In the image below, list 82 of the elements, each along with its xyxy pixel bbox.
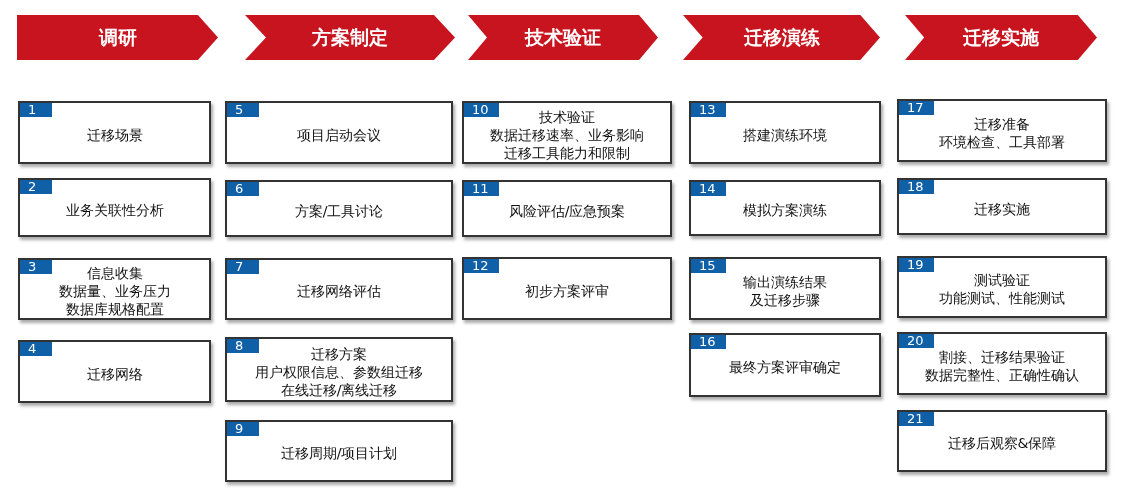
step-text: 环境检查、工具部署: [939, 132, 1065, 151]
step-number: 8: [227, 339, 259, 353]
step-box: [18, 178, 211, 237]
step-text: 功能测试、性能测试: [939, 289, 1065, 307]
phase-header: [17, 15, 218, 60]
step-text: 数据完整性、正确性确认: [925, 365, 1079, 384]
phase-header: [683, 15, 880, 60]
phase-header: [468, 15, 658, 60]
step-box: [225, 180, 453, 237]
step-box: [225, 337, 453, 402]
step-text: 在线迁移/离线迁移: [280, 380, 398, 399]
phase-title: 迁移实施: [963, 24, 1039, 50]
step-number: 21: [899, 412, 934, 426]
step-number: 14: [691, 182, 726, 196]
step-text: 最终方案评审确定: [729, 358, 841, 376]
step-text: 迁移实施: [974, 199, 1030, 218]
step-text: 割接、迁移结果验证: [939, 347, 1065, 366]
step-box: [18, 340, 211, 403]
step-text: 迁移准备: [974, 114, 1030, 133]
step-number: 7: [227, 260, 259, 274]
step-box: [897, 256, 1107, 318]
step-box: [897, 410, 1107, 472]
step-text: 项目启动会议: [297, 125, 381, 144]
step-box: [462, 101, 672, 164]
step-box: [689, 180, 881, 236]
step-box: [897, 178, 1107, 235]
step-number: 12: [464, 259, 499, 273]
phase-title: 调研: [98, 24, 137, 50]
phase-title: 迁移演练: [743, 24, 820, 50]
step-box: [689, 333, 881, 397]
step-number: 3: [20, 260, 52, 274]
step-text: 测试验证: [974, 271, 1030, 289]
step-box: [225, 101, 453, 164]
step-text: 技术验证: [539, 107, 595, 126]
step-text: 搭建演练环境: [743, 125, 827, 144]
step-text: 数据量、业务压力: [58, 282, 171, 300]
phase-header: [245, 15, 455, 60]
step-text: 数据库规格配置: [65, 300, 164, 318]
step-text: 输出演练结果及迁移步骤: [742, 272, 828, 309]
step-number: 19: [899, 258, 934, 272]
phase-header: [905, 15, 1097, 60]
step-number: 16: [691, 335, 726, 349]
step-box: [897, 332, 1107, 395]
step-text: 用户权限信息、参数组迁移: [255, 362, 423, 381]
step-number: 5: [227, 103, 259, 117]
step-number: 6: [227, 182, 259, 196]
step-number: 10: [464, 103, 499, 117]
step-box: [689, 101, 881, 164]
step-number: 1: [20, 103, 52, 117]
step-text: 迁移场景: [86, 125, 143, 144]
step-number: 17: [899, 101, 934, 115]
step-box: [18, 101, 211, 164]
step-number: 13: [691, 103, 726, 117]
step-text: 模拟方案演练: [743, 201, 827, 219]
step-box: [897, 99, 1107, 162]
step-text: 迁移方案: [311, 344, 367, 363]
step-number: 18: [899, 180, 934, 194]
phase-title: 技术验证: [525, 24, 601, 50]
step-text: 迁移周期/项目计划: [280, 444, 398, 462]
step-box: [18, 258, 211, 320]
step-number: 9: [227, 422, 259, 436]
step-box: [462, 180, 672, 237]
step-number: 11: [464, 182, 499, 196]
step-text: 初步方案评审: [525, 281, 609, 300]
step-text: 迁移网络评估: [297, 282, 381, 300]
step-text: 迁移后观察&保障: [947, 434, 1057, 452]
step-text: 迁移网络: [86, 364, 143, 383]
step-text: 业务关联性分析: [65, 200, 164, 219]
step-number: 2: [20, 180, 52, 194]
step-text: 数据迁移速率、业务影响: [490, 125, 644, 144]
step-number: 4: [20, 342, 52, 356]
step-number: 20: [899, 334, 934, 348]
step-number: 15: [691, 259, 726, 273]
step-text: 方案/工具讨论: [294, 201, 384, 220]
step-box: [689, 257, 881, 320]
step-box: [462, 257, 672, 320]
step-text: 风险评估/应急预案: [508, 201, 626, 220]
step-text: 信息收集: [86, 264, 143, 282]
phase-title: 方案制定: [312, 24, 388, 50]
step-box: [225, 258, 453, 320]
step-box: [225, 420, 453, 482]
step-text: 迁移工具能力和限制: [504, 143, 630, 162]
